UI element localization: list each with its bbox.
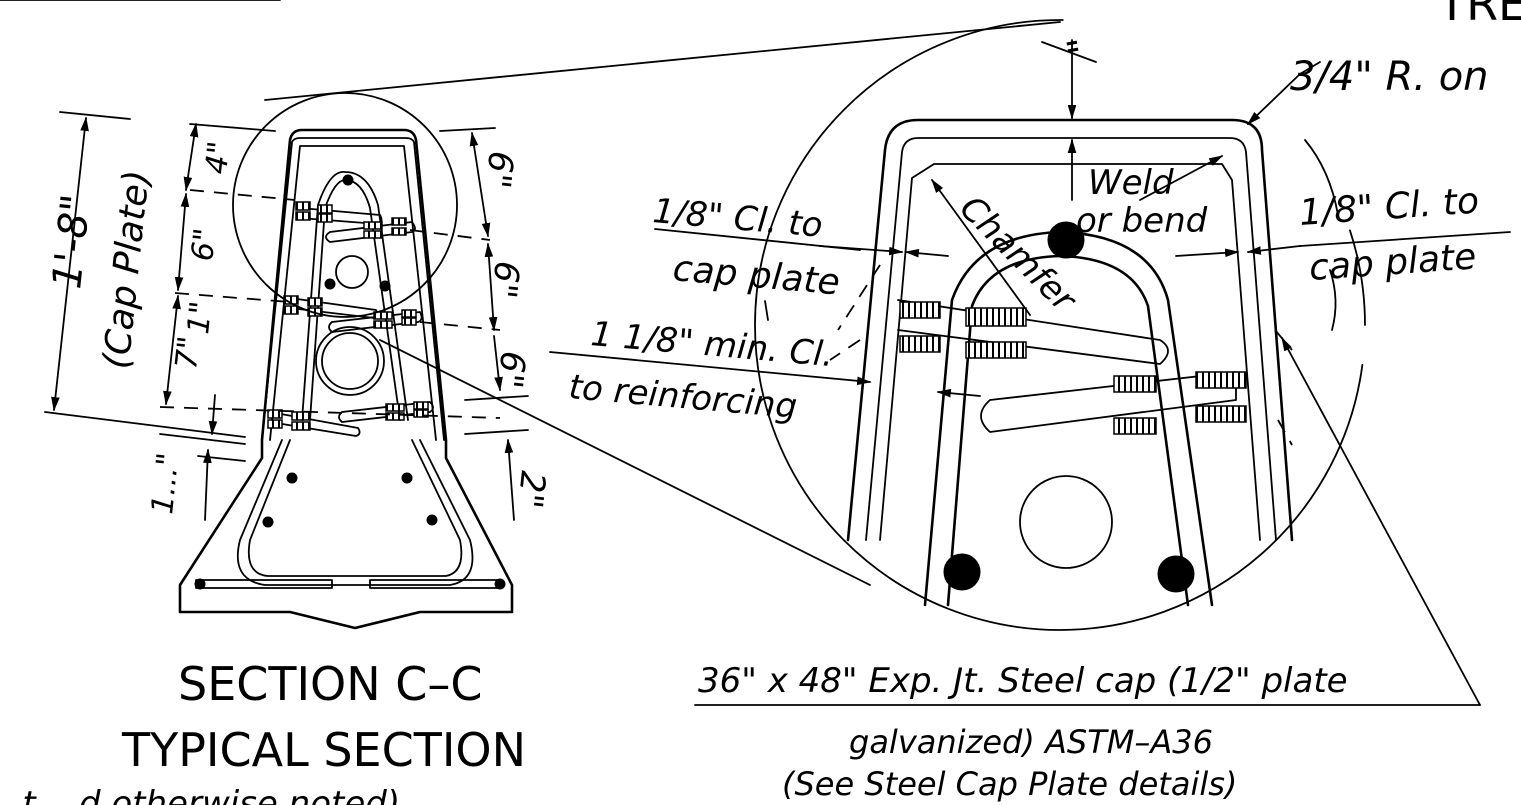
small-conduit [335,255,369,289]
left-clearance-2: cap plate [671,248,841,303]
cap-plate [261,137,445,441]
bend-label: or bend [1076,201,1208,241]
min-clearance-2: to reinforcing [567,367,798,427]
large-conduit [315,326,385,396]
left-dimensions [44,111,529,521]
dim-low-label: 7" [169,334,207,370]
radius-note: 3/4" R. on [1290,54,1489,100]
detail-cap-plate-outer [846,118,1294,542]
dim-low2-label: 1" [181,299,219,335]
detail-rebar-left [943,553,981,591]
dim-right-bottom-label: 2" [509,469,553,510]
detail-view [754,19,1366,631]
left-clearance-1: 1/8" Cl. to [651,191,824,246]
section-subtitle: TYPICAL SECTION [121,723,526,777]
detail-conduit [1019,475,1113,569]
right-clearance-1: 1/8" Cl. to [1298,181,1481,234]
cap-spec-line1: 36" x 48" Exp. Jt. Steel cap (1/2" plate [698,661,1348,701]
min-clearance-1: 1 1/8" min. Cl. [589,314,835,375]
dim-right-mid-label: 6" [483,259,527,300]
detail-concrete [879,163,1261,541]
dim-height-label: 1'-8" [44,192,100,291]
section-note: ...t ...d otherwise noted) [0,784,400,805]
dim-right-top-label: 6" [477,149,521,190]
u-bar [301,171,409,421]
cap-spec-line2: galvanized) ASTM–A36 [849,723,1213,761]
bottom-loop-bar [236,439,474,586]
detail-top-dim: " [1040,36,1086,61]
cap-spec-line3: (See Steel Cap Plate details) [782,765,1237,803]
detail-rebar-right [1157,555,1195,593]
dim-top-label: 4" [199,139,237,175]
weld-label: Weld [1088,163,1174,203]
dim-cap-plate-label: (Cap Plate) [96,168,158,371]
corner-text: TRE [1437,0,1521,31]
section-title: SECTION C–C [178,657,483,711]
barrier-outline [178,128,514,630]
detail-circle [754,19,1366,631]
detail-rebar-top [1047,221,1085,259]
dim-mid-label: 6" [185,226,223,262]
dim-bottom-label: 1..." [145,451,186,516]
dim-right-low-label: 6" [489,349,533,390]
detail-annotations [0,0,1511,706]
